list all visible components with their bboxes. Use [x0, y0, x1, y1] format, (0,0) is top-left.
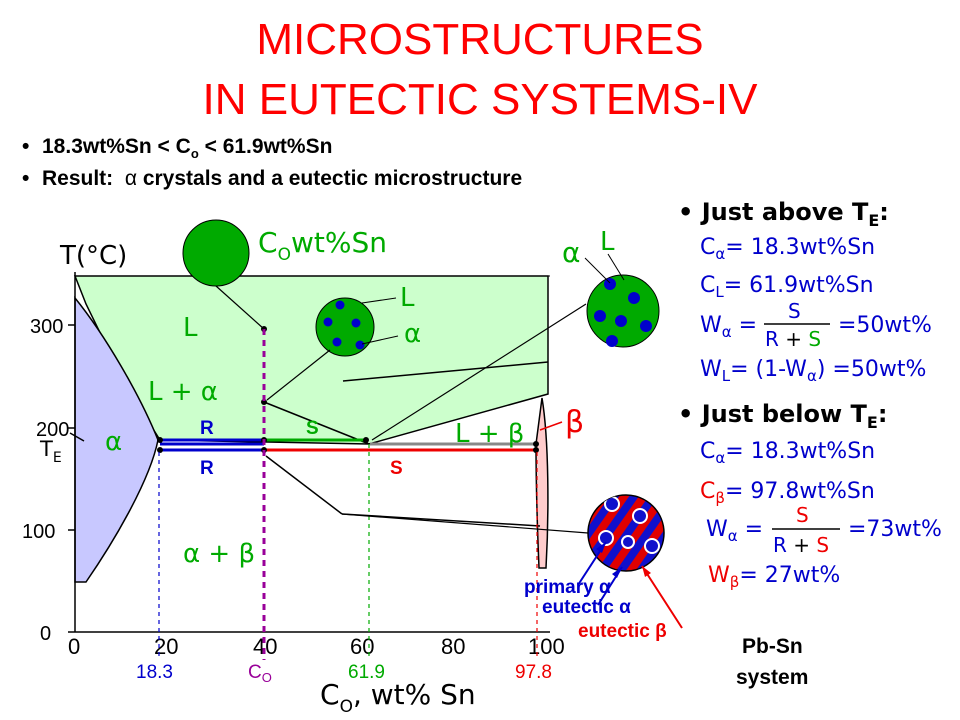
above-c-alpha: Cα= 18.3wt%Sn	[700, 235, 875, 263]
x-tick-label-80: 80	[441, 634, 465, 659]
below-w-alpha-lhs: Wα =	[706, 517, 763, 545]
circle-label-alpha: α	[404, 319, 421, 349]
below-te-pointer	[341, 513, 589, 534]
circle-L-pointer	[361, 297, 397, 304]
liquid-circle-icon	[182, 219, 250, 287]
top-label-alpha: α	[562, 236, 580, 269]
y-tick-label-200: 200	[36, 419, 69, 441]
eutectic-beta-arrow	[641, 565, 683, 629]
l-alpha-microstructure-icon	[315, 297, 375, 357]
y-tick-label-100: 100	[22, 521, 55, 543]
beta-region	[535, 397, 549, 569]
lever-label-S-above: S	[306, 418, 319, 439]
tie-dot	[157, 447, 163, 453]
x-tick-label-20: 20	[154, 634, 178, 659]
slide-title-line-1: MICROSTRUCTURES	[256, 15, 704, 64]
above-w-alpha-result: =50wt%	[838, 313, 932, 338]
below-te-microstructure-icon	[587, 494, 665, 572]
above-w-alpha-lhs: Wα =	[700, 313, 757, 341]
below-c-alpha: Cα= 18.3wt%Sn	[700, 439, 875, 467]
tie-dot	[533, 447, 539, 453]
circle-alpha-pointer	[361, 335, 399, 345]
above-w-alpha-den: R + S	[765, 327, 821, 351]
liquidus-segment	[263, 401, 370, 445]
composition-label: COwt%Sn	[258, 226, 387, 265]
liquidus-line-right	[342, 361, 549, 382]
beta-pointer	[539, 421, 563, 431]
above-c-L: CL= 61.9wt%Sn	[700, 273, 874, 301]
top-L-pointer	[607, 253, 625, 281]
x-tick-label-60: 60	[350, 634, 374, 659]
below-w-alpha-den: R + S	[773, 533, 829, 557]
above-heading: • Just above TE:	[678, 198, 889, 230]
above-w-alpha-num: S	[788, 299, 801, 323]
system-label-line-1: Pb-Sn	[742, 635, 803, 658]
y-axis-label: T(°C)	[59, 241, 127, 271]
lever-label-R-above: R	[200, 418, 214, 439]
below-w-alpha-result: =73wt%	[848, 517, 942, 542]
label-eutectic-alpha: eutectic α	[542, 597, 631, 618]
x-tick-label-0: 0	[68, 634, 80, 659]
y-tick-label-0: 0	[40, 623, 51, 645]
marker-97-8: 97.8	[515, 662, 552, 683]
bullet-result: •Result: α crystals and a eutectic micro…	[22, 167, 523, 190]
circle-label-L: L	[400, 283, 415, 313]
te-pointer	[69, 432, 85, 442]
solvus-line-left	[265, 455, 343, 515]
region-label-beta: β	[565, 405, 584, 440]
bullet-list: •18.3wt%Sn < Co < 61.9wt%Sn •Result: α c…	[22, 133, 522, 197]
y-tick-label-300: 300	[30, 316, 63, 338]
x-tick-label-100: 100	[528, 634, 565, 659]
liquid-circle-pointer	[215, 285, 265, 330]
region-label-L-alpha: L + α	[148, 377, 218, 407]
eutectic-beta-arrowhead	[642, 566, 651, 577]
top-label-L: L	[600, 227, 615, 257]
eutectic-alpha-arrowhead	[612, 567, 622, 578]
lever-label-R-below: R	[200, 458, 214, 479]
bullet-composition-range: •18.3wt%Sn < Co < 61.9wt%Sn	[22, 135, 333, 162]
above-te-pointer	[371, 303, 587, 441]
lever-label-S-below: S	[390, 458, 403, 479]
below-w-alpha-num: S	[796, 503, 809, 527]
primary-alpha-arrowhead	[596, 542, 606, 553]
label-eutectic-beta: eutectic β	[578, 621, 667, 642]
below-w-beta: Wβ= 27wt%	[708, 563, 840, 591]
marker-co: CO	[248, 662, 272, 685]
x-axis-label: CO, wt% Sn	[320, 678, 476, 717]
system-label-line-2: system	[736, 666, 808, 689]
top-alpha-pointer	[584, 257, 611, 284]
region-label-alpha-beta: α + β	[183, 539, 255, 569]
label-primary-alpha: primary α	[524, 577, 611, 598]
above-te-microstructure-icon	[586, 274, 660, 348]
l-alpha-pointer	[266, 349, 331, 401]
region-label-alpha: α	[105, 427, 122, 457]
te-label: TE	[39, 437, 62, 466]
region-label-L: L	[183, 313, 198, 343]
tie-dot	[157, 437, 163, 443]
marker-18-3: 18.3	[136, 662, 173, 683]
above-w-L: WL= (1-Wα) =50wt%	[700, 357, 926, 385]
region-label-L-beta: L + β	[455, 419, 524, 449]
below-c-beta: Cβ= 97.8wt%Sn	[700, 479, 875, 507]
slide-title-line-2: IN EUTECTIC SYSTEMS-IV	[202, 75, 758, 124]
tie-dot	[363, 437, 369, 443]
tie-dot	[533, 441, 539, 447]
marker-61-9: 61.9	[348, 662, 385, 683]
below-heading: • Just below TE:	[678, 400, 887, 432]
